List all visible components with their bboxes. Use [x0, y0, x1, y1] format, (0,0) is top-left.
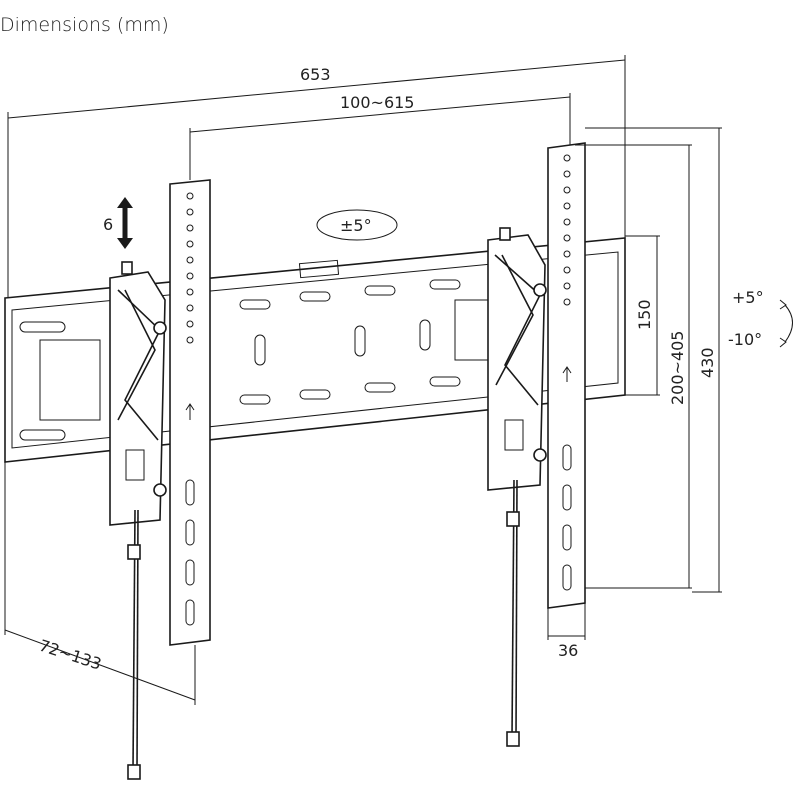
label-100-615: 100~615	[340, 93, 414, 112]
label-swivel: ±5°	[340, 216, 372, 235]
dim-overall-width: 653	[7, 55, 626, 300]
swivel-indicator: ±5°	[316, 209, 398, 241]
label-72-133: 72~133	[37, 636, 104, 674]
tilt-indicator: +5° -10°	[728, 288, 793, 349]
label-36: 36	[558, 641, 578, 660]
right-vertical-arm	[547, 142, 586, 609]
dim-vesa-vertical: 200~405	[575, 144, 692, 589]
dim-arm-width: 36	[547, 603, 586, 660]
left-release-cord	[127, 509, 141, 780]
left-vertical-arm	[169, 179, 211, 646]
dim-vesa-horizontal: 100~615	[189, 93, 571, 180]
dim-wall-distance: 72~133	[4, 462, 196, 705]
label-200-405: 200~405	[668, 331, 687, 405]
label-tilt-up: +5°	[732, 288, 764, 307]
label-tilt-down: -10°	[728, 330, 762, 349]
label-430: 430	[698, 347, 717, 378]
label-height-adjust: 6	[103, 215, 113, 234]
dim-arm-height: 430	[585, 127, 722, 593]
height-adjust-arrow-icon: 6	[103, 197, 133, 249]
label-150: 150	[635, 299, 654, 330]
diagram-title: Dimensions (mm)	[0, 14, 169, 36]
right-tilt-bracket	[487, 227, 547, 491]
right-release-cord	[506, 479, 520, 747]
dim-rail-height: 150	[625, 235, 660, 396]
label-653: 653	[300, 65, 331, 84]
left-tilt-bracket	[109, 261, 167, 526]
